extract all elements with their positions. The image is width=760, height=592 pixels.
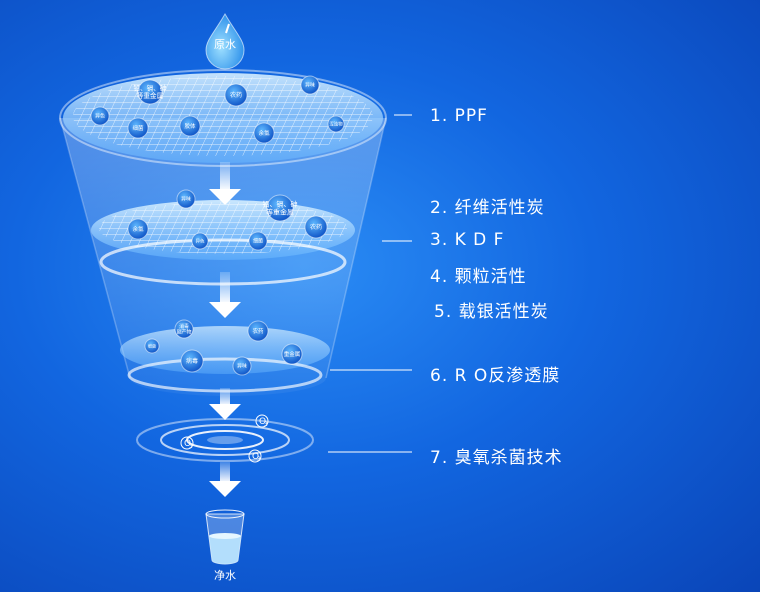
contaminant-label: 农药 [230,91,242,99]
contaminant-bubble: 余氯 [253,122,275,144]
source-water-label: 原水 [214,38,236,51]
contaminant-label: 细菌 [253,238,263,245]
flow-arrow [209,272,241,318]
flow-arrow [209,388,241,420]
contaminant-label: 农药 [252,327,264,335]
contaminant-bubble: 重金属 [281,343,303,365]
ozone-marker: O 3 [255,414,269,428]
contaminant-bubble: 异味 [176,189,196,209]
contaminant-label: 异味 [181,196,191,203]
ozone-symbol: O [184,439,191,449]
stage-label-ozone: 7. 臭氧杀菌技术 [430,448,563,468]
funnel-side-right [325,117,387,379]
contaminant-bubble: 余氯 [127,218,149,240]
contaminant-label: 细菌 [132,124,144,132]
flow-arrow [209,162,241,205]
contaminant-label: 重金属 [284,350,301,358]
contaminant-label: 农药 [310,223,322,231]
funnel-side-left [59,117,131,379]
contaminant-bubble: 异味 [300,75,320,95]
contaminant-label: 余氯 [132,225,144,233]
contaminant-label: 等重金属 [266,207,294,216]
stage-label-ppf: 1. PPF [430,106,488,126]
ozone-subscript: 3 [189,443,193,450]
contaminant-bubble: 农药 [247,320,269,342]
leader-lines [328,114,412,453]
contaminant-bubble: 细菌 [127,117,149,139]
contaminant-bubble: 农药 [304,215,328,239]
contaminant-bubbles: 铅、镉、砷等重金属农药异味异色细菌胶体余氯浑浊物异味铅、镉、砷等重金属余氯异色细… [90,75,345,376]
contaminant-bubble: 病毒 [180,349,204,373]
contaminant-bubble: 异味 [232,356,252,376]
clean-water-glass [205,509,245,565]
clean-water-label: 净水 [214,568,236,582]
contaminant-label: 胶体 [184,122,196,130]
contaminant-bubble: 细菌 [248,231,268,251]
ozone-marker: O 3 [180,436,194,450]
contaminant-label: 副产物 [177,329,192,336]
stage-label-granular-carbon: 4. 颗粒活性 [430,267,527,287]
contaminant-label: 铅、镉、砷 [134,84,167,93]
ozone-subscript: 3 [264,421,268,428]
contaminant-label: 异味 [237,363,247,370]
ozone-symbol: O [252,452,259,462]
contaminant-bubble: 异色 [90,106,110,126]
contaminant-label: 异色 [196,238,205,245]
ozone-symbol: O [259,417,266,427]
stage-label-fiber-carbon: 2. 纤维活性炭 [430,198,545,218]
stage-label-kdf: 3. K D F [430,230,505,250]
contaminant-label: 铅、镉、砷 [263,199,298,208]
stage-label-ro-membrane: 6. R O反渗透膜 [430,366,561,386]
contaminant-label: 余氯 [258,129,270,137]
stage-label-silver-carbon: 5. 载银活性炭 [434,302,549,322]
contaminant-label: 病毒 [186,357,198,365]
ozone-markers: O 3 O 3 O 3 [180,414,269,463]
contaminant-label: 异色 [95,113,105,120]
flow-arrows [209,162,241,497]
contaminant-bubble: 胶体 [179,115,201,137]
contaminant-bubble: 异色 [191,232,209,250]
contaminant-label: 细菌 [148,342,156,348]
contaminant-label: 等重金属 [137,91,163,100]
source-water-drop: 原水 [205,12,245,70]
ozone-ripples [136,418,314,462]
contaminant-bubble: 农药 [224,83,248,107]
contaminant-label: 异味 [305,82,315,89]
contaminant-label: 消毒 [179,323,189,330]
ppf-mesh [73,76,373,156]
ozone-subscript: 3 [257,456,261,463]
contaminant-bubble: 浑浊物 [327,115,345,133]
contaminant-label: 浑浊物 [329,121,343,128]
ozone-marker: O 3 [248,449,262,463]
contaminant-bubble: 细菌 [144,338,160,354]
flow-arrow [209,462,241,497]
